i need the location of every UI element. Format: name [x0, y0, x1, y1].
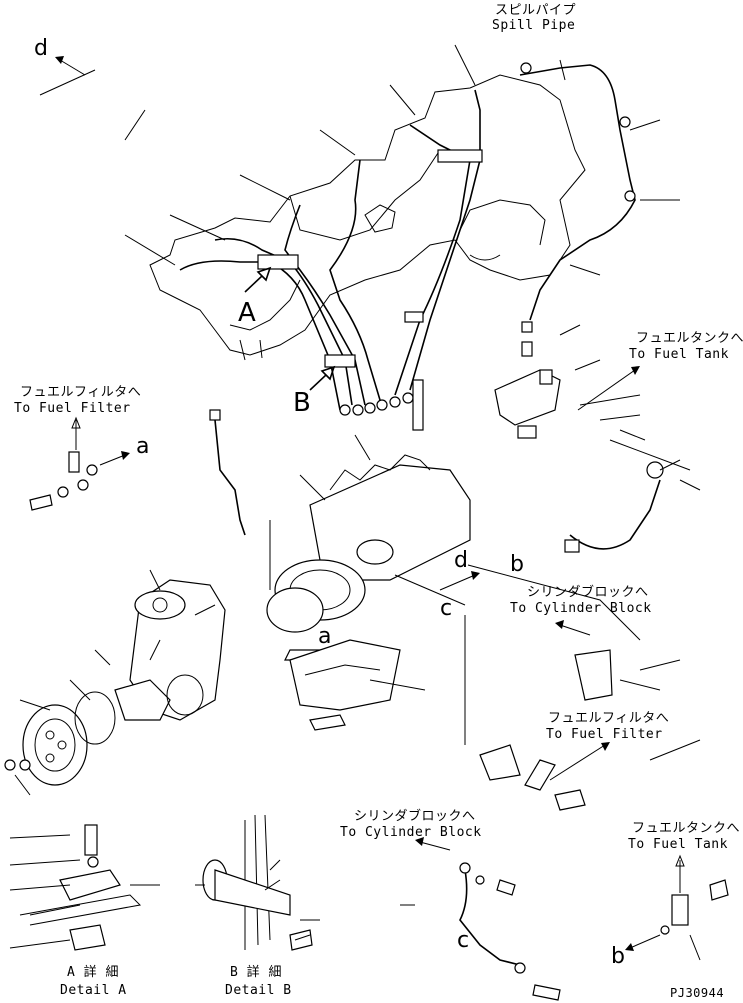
fuel-filter-left-label-en: To Fuel Filter [14, 401, 131, 416]
cyl-block-bot-label-en: To Cylinder Block [340, 825, 482, 840]
ref-letter-a-right: a [136, 434, 150, 459]
engine-block [149, 74, 586, 361]
fuel-tank-bot-label-en: To Fuel Tank [628, 837, 728, 852]
spill-pipe-label-en: Spill Pipe [492, 18, 576, 33]
cyl-block-mid-label-jp: シリンダブロックへ [527, 585, 649, 600]
detail-b-drawing [202, 814, 313, 951]
detail-a-label-jp: A 詳 細 [67, 965, 119, 980]
injection-pipes [179, 89, 483, 411]
ref-letter-b-mid: b [510, 552, 524, 577]
ref-letter-c-bot: c [457, 928, 470, 953]
fuel-filter-left-label-jp: フュエルフィルタへ [20, 385, 142, 400]
detail-b-label-jp: B 詳 細 [230, 965, 282, 980]
fuel-tank-bot-label-jp: フュエルタンクへ [632, 821, 741, 836]
detail-a-label-en: Detail A [60, 983, 127, 998]
spill-pipe-label-jp: スピルパイプ [495, 3, 577, 18]
detail-b-label-en: Detail B [225, 983, 292, 998]
fitting-fuel-tank-bottom [660, 854, 729, 935]
fuel-filter-mid-label-jp: フュエルフィルタへ [548, 711, 670, 726]
fuel-tank-top-label-jp: フュエルタンクへ [636, 331, 743, 346]
view-marker-b: B [293, 388, 311, 418]
ref-letter-a-mid: a [318, 624, 332, 649]
drive-gear [4, 691, 116, 786]
injection-pump [266, 379, 471, 661]
pipe-fuel-filter-left [29, 409, 246, 536]
pipe-cylinder-block-bottom [459, 862, 561, 1001]
ref-letter-d-top: d [34, 36, 48, 61]
ref-letter-d-mid: d [454, 548, 468, 573]
air-compressor [114, 579, 226, 721]
part-code: PJ30944 [670, 986, 725, 1000]
fuel-tank-top-label-en: To Fuel Tank [629, 347, 729, 362]
cyl-block-mid-label-en: To Cylinder Block [510, 601, 652, 616]
leader-lines [9, 44, 701, 961]
cyl-block-bot-label-jp: シリンダブロックへ [354, 809, 476, 824]
bracket-right [494, 369, 664, 553]
view-marker-a: A [238, 298, 256, 328]
ref-letter-c-mid: c [440, 596, 453, 621]
ref-letter-b-bot: b [611, 944, 625, 969]
fuel-filter-mid-label-en: To Fuel Filter [546, 727, 663, 742]
detail-a-drawing [19, 824, 142, 951]
spill-pipe [519, 62, 636, 357]
pump-bracket [289, 639, 613, 811]
